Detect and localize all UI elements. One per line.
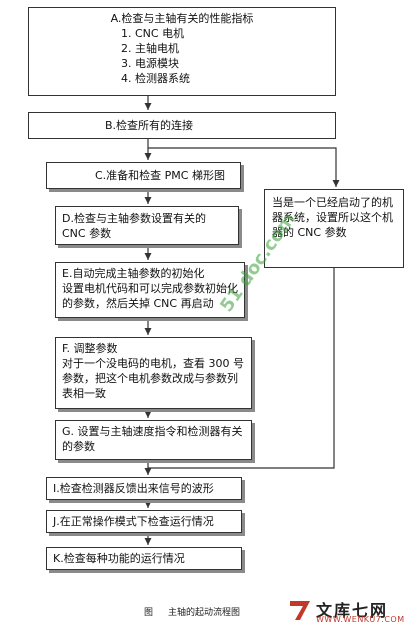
step-a-title: A.检查与主轴有关的性能指标 xyxy=(110,12,254,25)
step-e-desc: 设置电机代码和可以完成参数初始化的参数，然后关掉 CNC 再启动 xyxy=(62,282,238,310)
step-i-box: I.检查检测器反馈出来信号的波形 xyxy=(46,477,242,500)
step-a-item-2: 2. 主轴电机 xyxy=(121,42,179,55)
step-f-title: F. 调整参数 xyxy=(62,342,118,355)
step-b-label: B.检查所有的连接 xyxy=(105,119,194,132)
side-step-box: 当是一个已经启动了的机器系统，设置所以这个机器的 CNC 参数 xyxy=(264,189,404,268)
step-a-item-3: 3. 电源模块 xyxy=(121,57,179,70)
site-logo[interactable]: 文库七网 WWW.WENKU7.COM xyxy=(286,598,406,624)
arrow-b-to-side xyxy=(148,147,340,187)
arrow-side-to-i xyxy=(148,268,335,469)
logo-name: 文库七网 xyxy=(316,601,389,620)
logo-seven-icon xyxy=(290,601,310,620)
step-g-label: G. 设置与主轴速度指令和检测器有关的参数 xyxy=(62,425,243,453)
step-b-box: B.检查所有的连接 xyxy=(28,112,336,139)
step-d-label: D.检查与主轴参数设置有关的 CNC 参数 xyxy=(62,212,206,240)
step-k-box: K.检查每种功能的运行情况 xyxy=(46,547,242,570)
step-e-title: E.自动完成主轴参数的初始化 xyxy=(62,267,205,280)
step-j-box: J.在正常操作模式下检查运行情况 xyxy=(46,510,242,533)
step-a-item-1: 1. CNC 电机 xyxy=(121,27,185,40)
step-g-box: G. 设置与主轴速度指令和检测器有关的参数 xyxy=(55,420,252,460)
step-e-box: E.自动完成主轴参数的初始化 设置电机代码和可以完成参数初始化的参数，然后关掉 … xyxy=(55,262,245,318)
step-a-box: A.检查与主轴有关的性能指标 1. CNC 电机 2. 主轴电机 3. 电源模块… xyxy=(28,7,336,96)
step-a-item-4: 4. 检测器系统 xyxy=(121,72,190,85)
step-j-label: J.在正常操作模式下检查运行情况 xyxy=(53,515,214,528)
side-step-label: 当是一个已经启动了的机器系统，设置所以这个机器的 CNC 参数 xyxy=(272,196,393,239)
caption-figure-label: 图 xyxy=(144,608,154,618)
step-f-box: F. 调整参数 对于一个没电码的电机，查看 300 号参数，把这个电机参数改成与… xyxy=(55,337,252,409)
step-c-label: C.准备和检查 PMC 梯形图 xyxy=(95,169,225,182)
step-k-label: K.检查每种功能的运行情况 xyxy=(53,552,185,565)
step-a-list: 1. CNC 电机 2. 主轴电机 3. 电源模块 4. 检测器系统 xyxy=(121,26,329,86)
step-c-box: C.准备和检查 PMC 梯形图 xyxy=(46,162,241,189)
caption-title: 主轴的起动流程图 xyxy=(168,608,241,618)
step-f-desc: 对于一个没电码的电机，查看 300 号参数，把这个电机参数改成与参数列表相一致 xyxy=(62,357,244,400)
step-d-box: D.检查与主轴参数设置有关的 CNC 参数 xyxy=(55,206,239,245)
logo-url: WWW.WENKU7.COM xyxy=(316,615,405,624)
step-i-label: I.检查检测器反馈出来信号的波形 xyxy=(53,482,214,495)
